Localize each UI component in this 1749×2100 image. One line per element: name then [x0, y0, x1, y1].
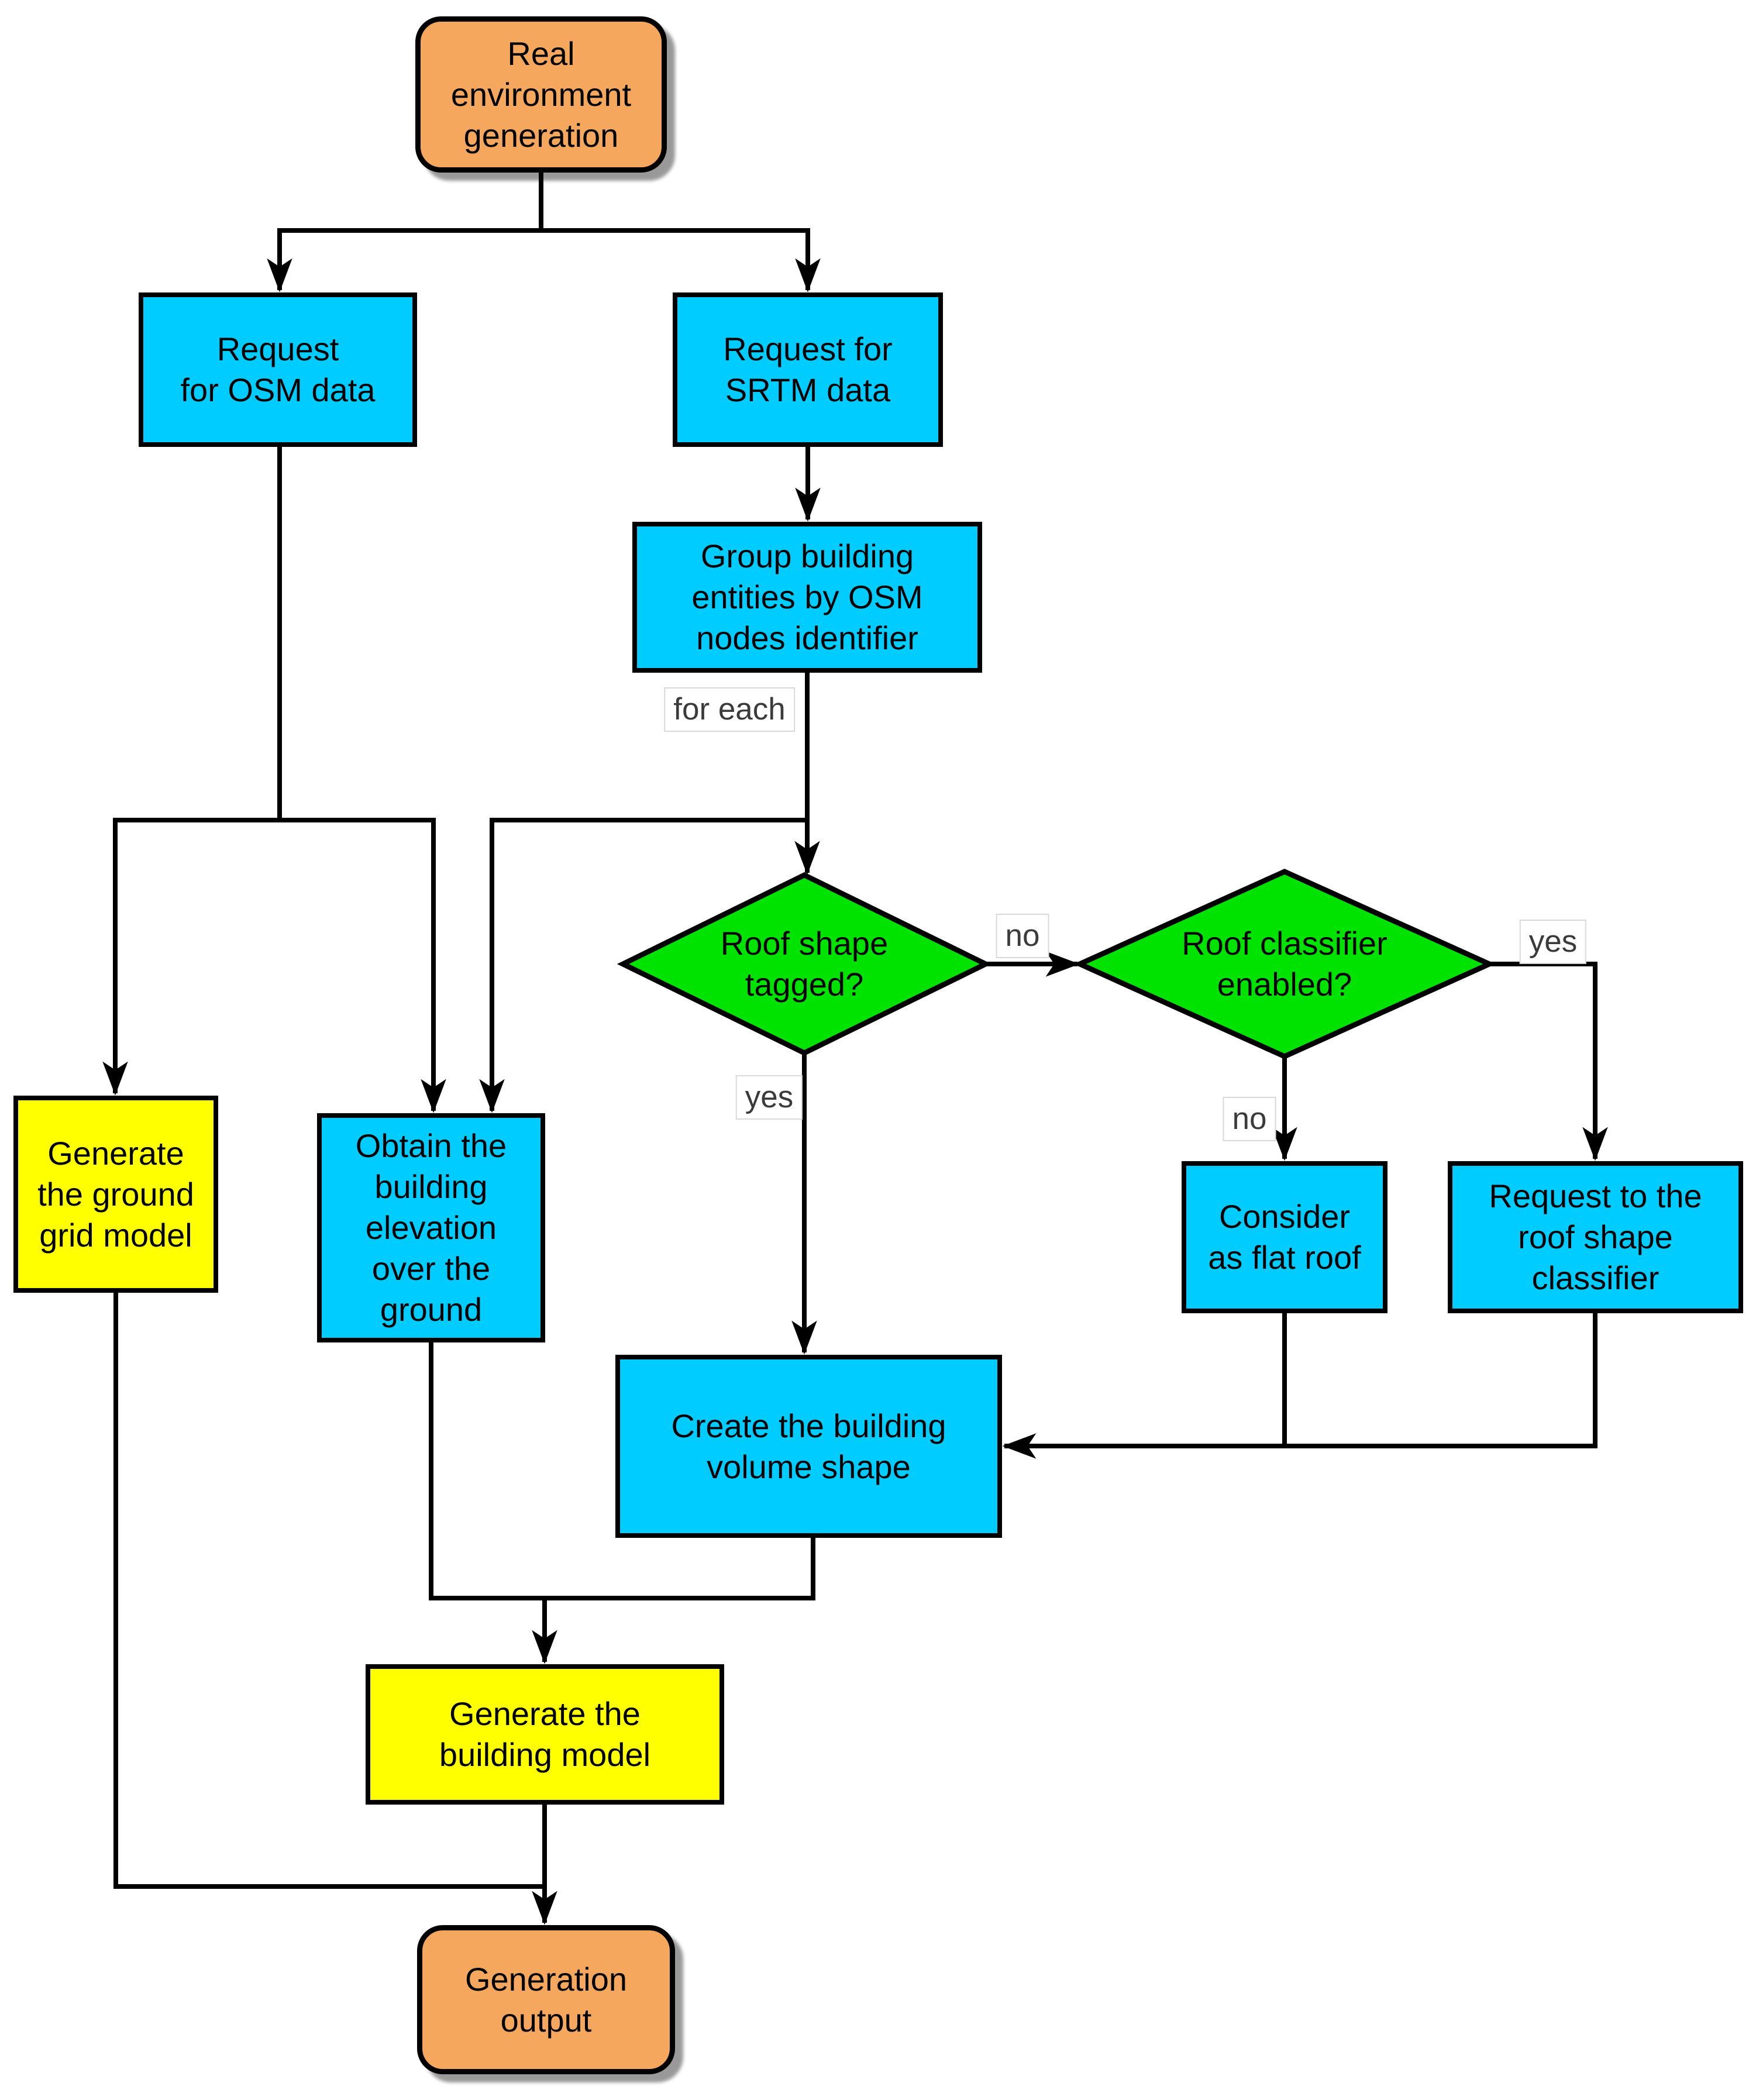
node-generate-building-model: Generate the building model: [366, 1664, 724, 1805]
edge-start-to-osm: [267, 228, 541, 292]
node-generate-ground-grid-model: Generate the ground grid model: [13, 1096, 218, 1293]
node-request-srtm-data: Request for SRTM data: [673, 292, 943, 447]
edge-label-classifier-no: no: [1223, 1097, 1276, 1141]
node-generation-output: Generation output: [417, 1925, 675, 2074]
edge-request-to-create-merge: [1285, 1313, 1597, 1448]
edge-osm-to-obtain: [280, 818, 446, 1113]
node-consider-as-flat-roof: Consider as flat roof: [1182, 1161, 1388, 1313]
node-obtain-building-elevation: Obtain the building elevation over the g…: [317, 1113, 545, 1342]
roof-classifier-enabled-diamond: [1073, 869, 1496, 1059]
node-request-osm-data: Request for OSM data: [139, 292, 417, 447]
node-request-roof-shape-classifier: Request to the roof shape classifier: [1448, 1161, 1743, 1313]
edge-create-to-merge: [545, 1538, 815, 1600]
edge-foreach-branch-to-obtain: [479, 818, 807, 1113]
roof-shape-tagged-diamond: [617, 872, 992, 1056]
edge-label-roofshape-no: no: [996, 914, 1049, 958]
edge-label-classifier-yes: yes: [1519, 920, 1587, 964]
edge-flat-to-create: [1002, 1313, 1287, 1459]
edge-label-for-each: for each: [664, 687, 795, 732]
node-group-building-entities: Group building entities by OSM nodes ide…: [632, 522, 982, 673]
edge-label-roofshape-yes: yes: [735, 1075, 803, 1120]
edge-ground-to-output-run: [113, 1293, 545, 1889]
edge-start-to-srtm: [541, 228, 821, 292]
node-create-building-volume-shape: Create the building volume shape: [615, 1355, 1002, 1538]
edge-obtain-to-merge: [429, 1342, 545, 1600]
node-real-environment-generation: Real environment generation: [415, 16, 667, 173]
edge-classifier-yes-to-request: [1489, 962, 1608, 1161]
edge-osm-to-ground-grid: [102, 818, 280, 1096]
